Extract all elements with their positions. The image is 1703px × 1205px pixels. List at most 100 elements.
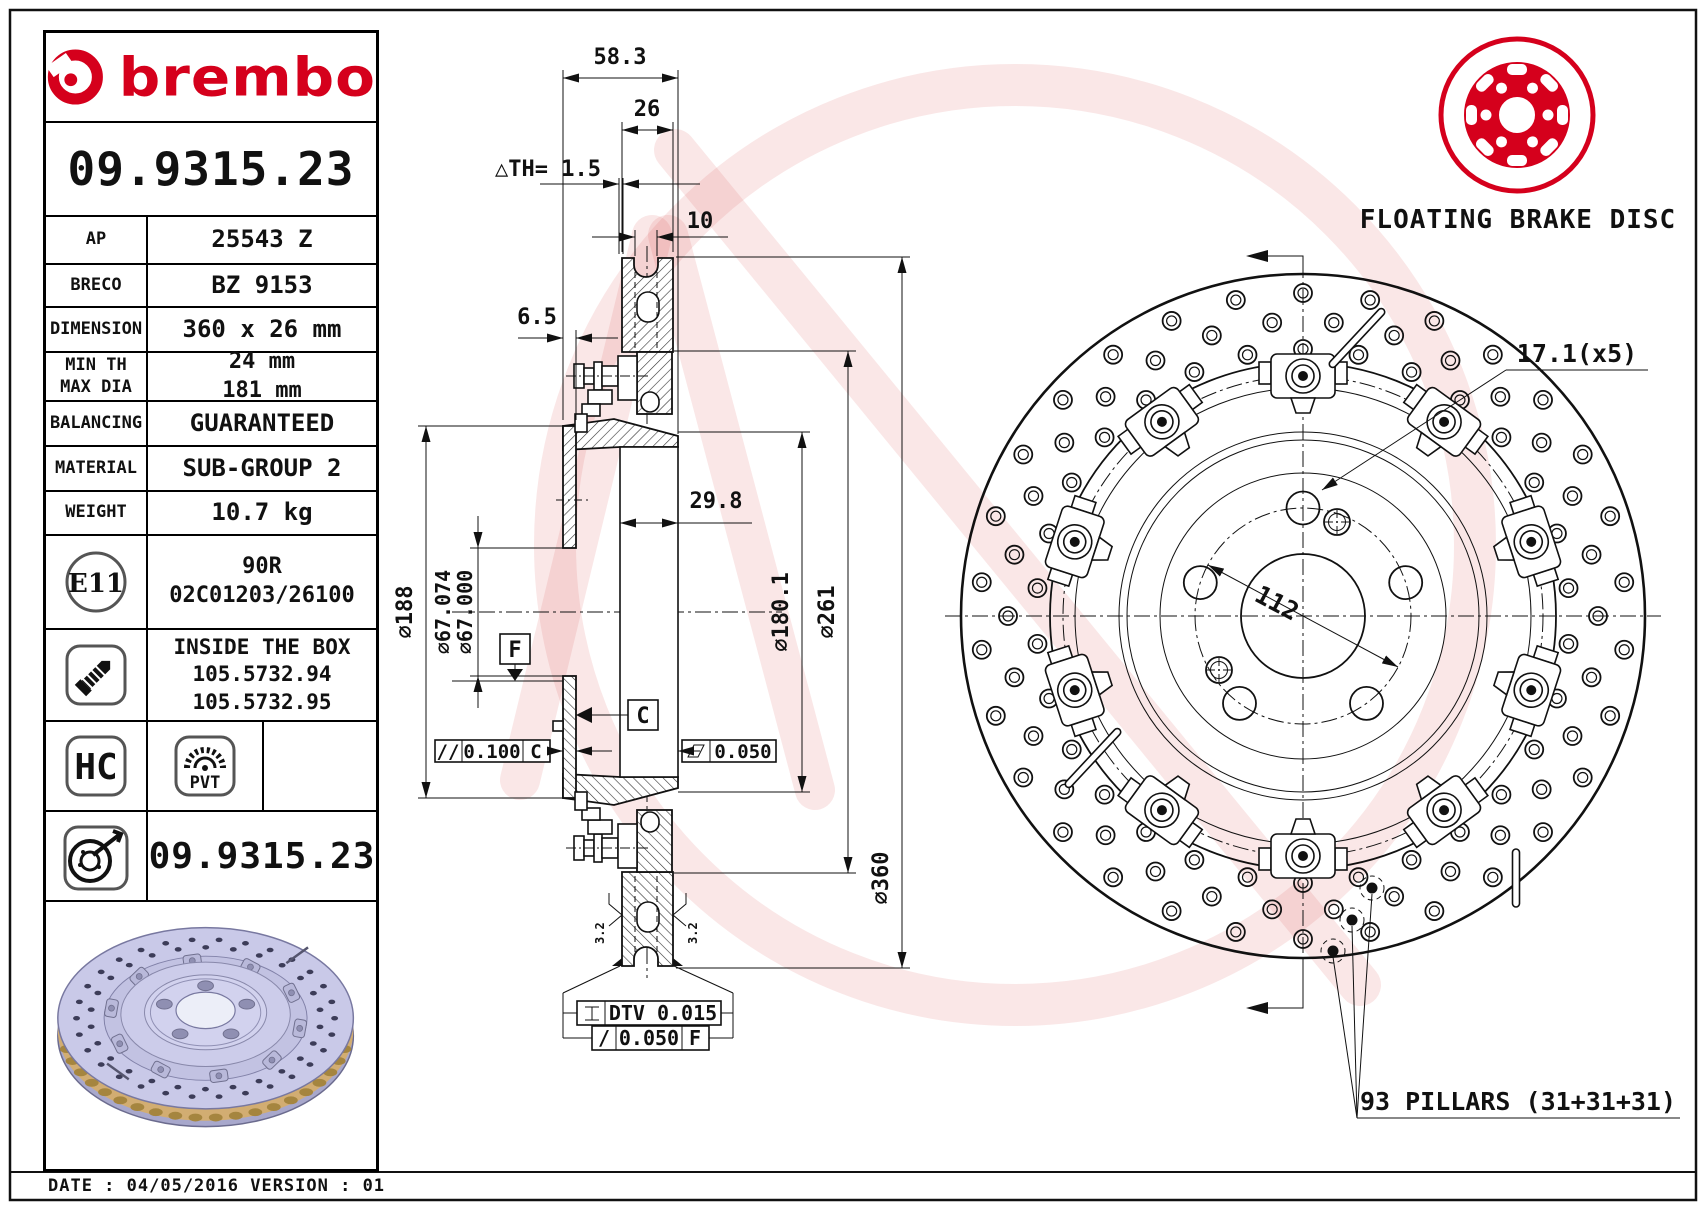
dim-slot-width: 10 xyxy=(687,209,714,234)
datum-f: F xyxy=(508,638,521,663)
bobbin-3d xyxy=(129,966,149,987)
drill-hole-inner xyxy=(1536,437,1548,449)
drill-hole xyxy=(1013,444,1034,465)
svg-text:0.050: 0.050 xyxy=(619,1026,679,1050)
row-value: GUARANTEED xyxy=(189,408,335,437)
drill-hole-inner xyxy=(1444,354,1457,367)
row-value: 10.7 kg xyxy=(211,498,313,527)
drill-hole xyxy=(1094,784,1115,805)
drill-hole-inner xyxy=(1428,315,1440,327)
drill-hole-inner xyxy=(1297,933,1309,945)
drill-hole xyxy=(1201,886,1222,907)
drill-hole xyxy=(1262,312,1283,333)
drill-hole-inner xyxy=(1454,826,1466,838)
svg-text:0.050: 0.050 xyxy=(714,741,771,763)
drill-dot xyxy=(202,945,210,950)
vent-notch xyxy=(299,1088,314,1097)
drill-dot xyxy=(215,937,223,943)
dim-d67-hi: ⌀67.074 xyxy=(431,570,455,654)
drill-hole-inner xyxy=(1328,903,1340,915)
drill-hole xyxy=(1094,427,1115,448)
drill-hole xyxy=(1424,311,1445,331)
vent-notch xyxy=(248,1108,263,1117)
drill-dot xyxy=(215,1094,223,1099)
vent-notch xyxy=(98,1088,112,1097)
drill-hole-inner xyxy=(1585,549,1598,561)
drill-hole-inner xyxy=(1149,865,1162,878)
drill-dot xyxy=(84,1048,92,1053)
drill-dot xyxy=(266,947,274,953)
vent-notch xyxy=(312,1078,327,1087)
drill-hole-inner xyxy=(1352,871,1365,883)
drill-dot xyxy=(162,1090,170,1096)
brake-disc-icon xyxy=(63,825,129,890)
bobbin-3d xyxy=(292,1018,308,1039)
drill-hole-inner xyxy=(1230,294,1242,306)
table-row: BRECO BZ 9153 xyxy=(46,263,376,306)
vent-notch xyxy=(130,1103,145,1112)
drill-hole xyxy=(971,639,992,660)
drill-hole xyxy=(1531,432,1552,453)
section-view: 58.3 26 △TH= 1.5 10 6.5 xyxy=(393,45,910,1051)
drill-hole-inner xyxy=(1495,431,1508,443)
drill-dot xyxy=(87,1024,95,1029)
drill-dot xyxy=(278,962,286,968)
bobbin-3d xyxy=(111,1033,129,1054)
hc-pvt-row: HC PVT xyxy=(46,720,376,810)
drill-hole-inner xyxy=(1537,826,1549,838)
drill-hole xyxy=(1600,506,1621,527)
drill-hole xyxy=(1103,344,1124,365)
drill-hole-inner xyxy=(1328,317,1340,329)
drill-hole-inner xyxy=(1266,317,1278,329)
drill-hole xyxy=(1533,822,1553,843)
row-value: 360 x 26 mm xyxy=(182,314,342,343)
drill-dot xyxy=(107,1056,115,1061)
drill-dot xyxy=(148,953,156,958)
bobbin-3d xyxy=(282,982,301,1003)
drill-hole xyxy=(1013,767,1034,788)
drill-hole xyxy=(1161,901,1182,921)
drill-hole xyxy=(1145,350,1166,371)
drill-dot xyxy=(306,1062,314,1067)
vent-notch xyxy=(188,1113,203,1122)
vent-notch xyxy=(168,1111,183,1120)
homologation-line: 90R xyxy=(242,554,282,580)
drill-hole xyxy=(1027,578,1048,598)
dim-bolt-holes: 17.1(x5) xyxy=(1517,339,1637,368)
inside-box-title: INSIDE THE BOX xyxy=(173,635,351,660)
vent-notch xyxy=(283,1096,298,1105)
row-label: AP xyxy=(46,217,148,263)
drill-hole xyxy=(1095,825,1116,846)
section-cut-arrows xyxy=(1246,250,1304,1014)
drill-dot xyxy=(87,1007,95,1012)
drill-hole xyxy=(1588,606,1608,626)
drill-hole-inner xyxy=(1066,743,1078,756)
drill-hole-inner xyxy=(1230,926,1242,938)
screw-icon xyxy=(65,644,127,706)
drill-dot xyxy=(97,969,105,975)
drill-hole-inner xyxy=(1107,349,1119,361)
surface-roughness-marks: 3.2 3.2 xyxy=(593,893,700,944)
drill-dot xyxy=(316,1007,324,1013)
drill-hole-inner xyxy=(1188,854,1201,866)
row-value: BZ 9153 xyxy=(211,270,313,299)
drill-dot xyxy=(309,990,317,996)
drill-dot xyxy=(115,957,123,962)
stud-hole xyxy=(238,998,256,1010)
drill-hole xyxy=(1440,350,1461,371)
table-row: DIMENSION 360 x 26 mm xyxy=(46,306,376,351)
brembo-watermark xyxy=(500,64,1496,1026)
drill-hole xyxy=(1293,929,1313,949)
drill-dot xyxy=(255,953,263,958)
stud-hole xyxy=(155,998,173,1010)
svg-text:/: / xyxy=(598,1026,610,1050)
drill-hole xyxy=(1572,444,1593,465)
drill-dot xyxy=(137,947,145,953)
drill-hole xyxy=(1581,544,1602,565)
drill-hole-inner xyxy=(1604,510,1616,522)
product-photo-box xyxy=(43,900,379,1172)
drill-hole-inner xyxy=(1388,890,1400,903)
dim-d67-lo: ⌀67.000 xyxy=(453,570,477,654)
drill-hole-inner xyxy=(1166,315,1178,327)
drill-hole xyxy=(1201,325,1222,346)
